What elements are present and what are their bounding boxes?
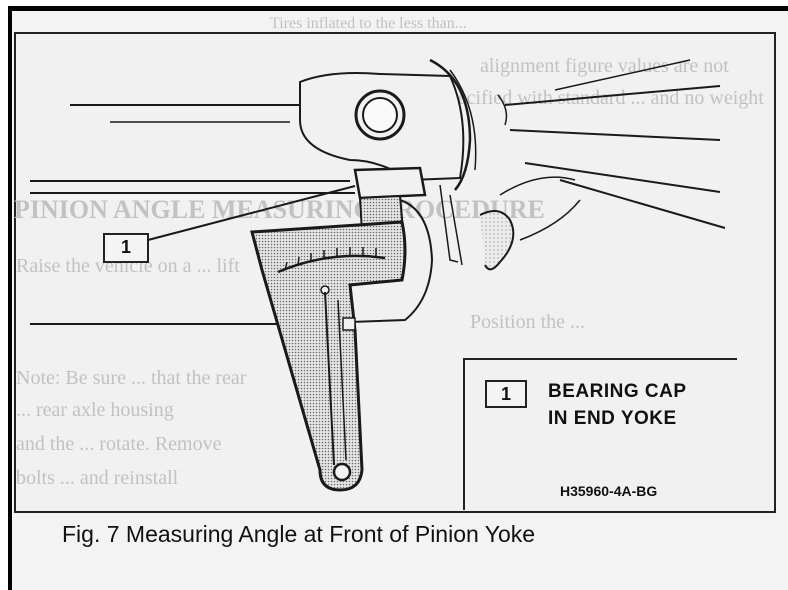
bleed-line-5: Position the ...	[470, 311, 585, 333]
legend-label-line-2: IN END YOKE	[548, 408, 677, 429]
bleed-line-3: specified with standard ... and no weigh…	[440, 87, 764, 109]
bleed-line-8: and the ... rotate. Remove	[16, 433, 222, 455]
legend-label-line-1: BEARING CAP	[548, 381, 687, 402]
bleed-line-1: Tires inflated to the less than...	[270, 15, 467, 32]
bleed-line-7: ... rear axle housing	[16, 399, 174, 421]
bleed-line-2: alignment figure values are not	[480, 55, 729, 77]
yoke-assembly	[30, 58, 726, 492]
legend-number: 1	[485, 380, 527, 408]
legend-label: BEARING CAP IN END YOKE	[548, 378, 748, 432]
left-border	[8, 6, 12, 590]
bleed-line-4: Raise the vehicle on a ... lift	[16, 255, 240, 277]
figure-code: H35960-4A-BG	[560, 483, 658, 499]
bleed-line-9: bolts ... and reinstall	[16, 467, 179, 489]
figure-caption: Fig. 7 Measuring Angle at Front of Pinio…	[62, 521, 536, 547]
bleed-line-6: Note: Be sure ... that the rear	[16, 367, 247, 389]
callout-1-marker: 1	[103, 233, 149, 263]
bleed-heading: PINION ANGLE MEASURING PROCEDURE	[14, 195, 545, 224]
top-border	[8, 6, 788, 11]
